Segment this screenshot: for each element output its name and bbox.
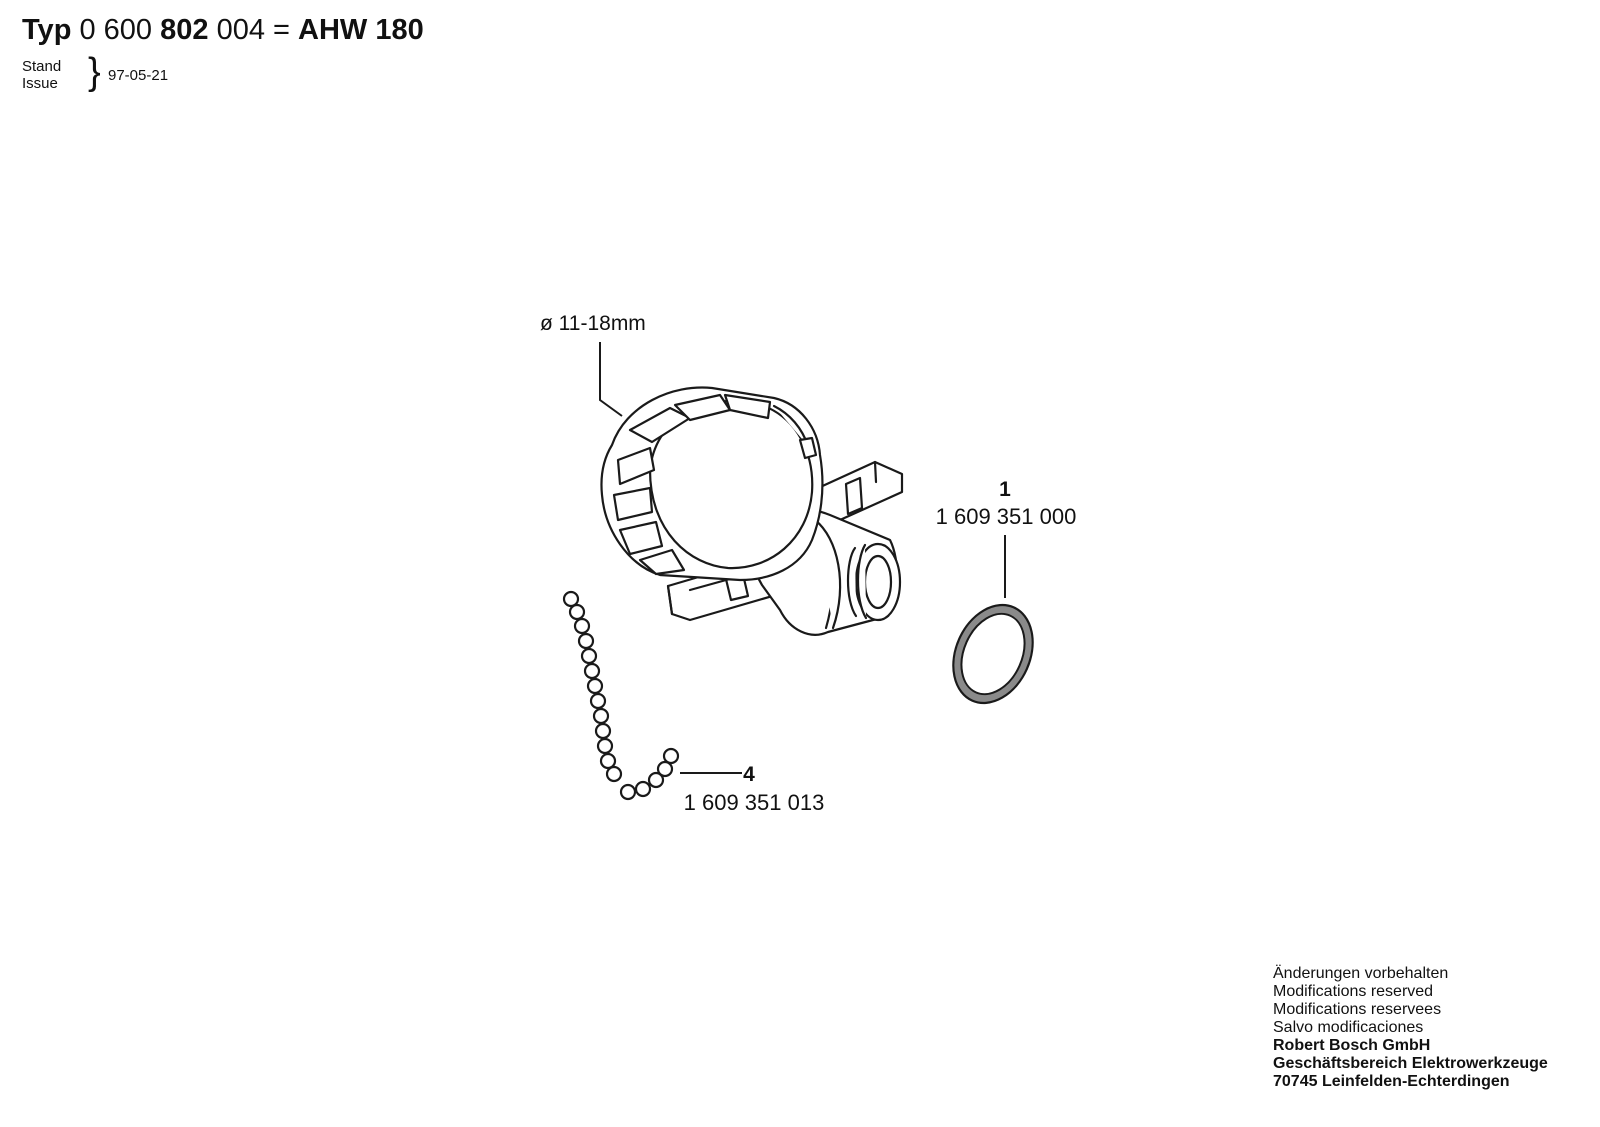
company-division: Geschäftsbereich Elektrowerkzeuge [1273,1055,1548,1072]
issue-block: Stand Issue } 97-05-21 [22,52,222,98]
page-title: Typ 0 600 802 004 = AHW 180 [22,14,424,47]
stand-label: Stand [22,58,62,75]
issue-labels: Stand Issue [22,58,61,92]
footer-line: Modifications reserved [1273,983,1434,1000]
type-number-middle: 802 [160,14,209,46]
footer-notice: Änderungen vorbehalten Modifications res… [1273,965,1548,1091]
type-number-prefix: 0 600 [79,14,153,46]
issue-date: 97-05-21 [108,67,169,84]
model-name: AHW 180 [298,14,424,46]
footer-line: Modifications reservees [1273,1001,1442,1018]
company-address: 70745 Leinfelden-Echterdingen [1273,1073,1510,1090]
issue-label: Issue [22,75,58,92]
footer-line: Änderungen vorbehalten [1273,965,1449,982]
ball-chain-drawing [562,590,680,801]
type-number-suffix: 004 = [216,14,290,46]
diameter-label: ø 11-18mm [540,312,646,335]
part-1-position: 1 [999,478,1011,501]
part-4-number: 1 609 351 013 [684,790,825,815]
part-1-number: 1 609 351 000 [936,504,1077,529]
seal-ring-drawing [952,603,1034,705]
part-4-position: 4 [743,763,755,786]
footer-line: Salvo modificaciones [1273,1019,1424,1036]
diameter-leader-line [599,342,623,417]
typ-label: Typ [22,14,72,46]
company-name: Robert Bosch GmbH [1273,1037,1431,1054]
brace-icon: } [88,51,101,93]
hose-connector-drawing [600,386,904,636]
